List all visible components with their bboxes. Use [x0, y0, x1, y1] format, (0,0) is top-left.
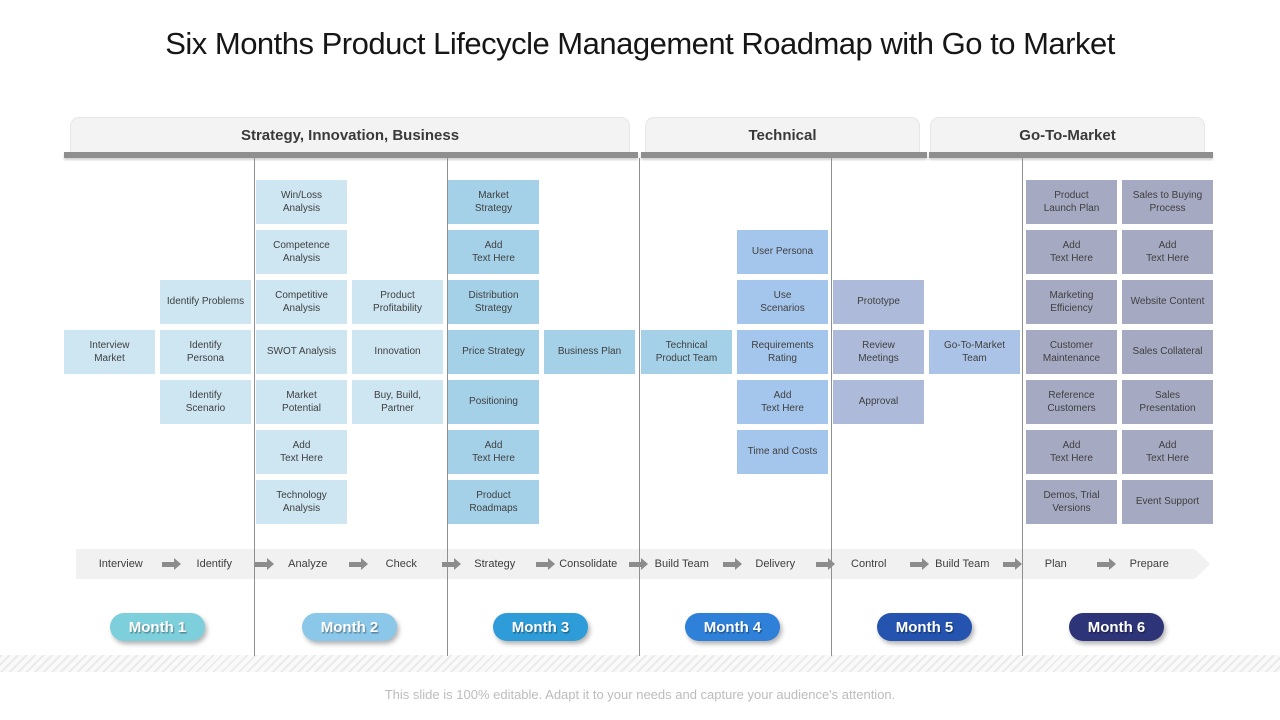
roadmap-box: Marketing Efficiency: [1026, 280, 1117, 324]
month-pill: Month 3: [493, 613, 588, 641]
timeline-step: Build Team: [935, 558, 990, 570]
roadmap-box: Identify Scenario: [160, 380, 251, 424]
roadmap-box: Competitive Analysis: [256, 280, 347, 324]
section-header-strategy: Strategy, Innovation, Business: [70, 117, 630, 152]
roadmap-box: Product Profitability: [352, 280, 443, 324]
column-divider: [831, 158, 832, 656]
timeline-step: Prepare: [1129, 558, 1169, 570]
roadmap-box: Innovation: [352, 330, 443, 374]
roadmap-box: Product Launch Plan: [1026, 180, 1117, 224]
roadmap-box: Reference Customers: [1026, 380, 1117, 424]
column-divider: [1022, 158, 1023, 656]
timeline-step: Analyze: [288, 558, 328, 570]
timeline-strip: Interview Identify Analyze Check Strategy Con…: [76, 549, 1210, 579]
roadmap-box: Add Text Here: [1122, 430, 1213, 474]
roadmap-box: Go-To-Market Team: [929, 330, 1020, 374]
roadmap-box: Review Meetings: [833, 330, 924, 374]
month-pill: Month 2: [302, 613, 397, 641]
roadmap-box: Sales to Buying Process: [1122, 180, 1213, 224]
roadmap-box: Add Text Here: [1026, 430, 1117, 474]
timeline-step: Identify: [196, 558, 232, 570]
month-pill: Month 4: [685, 613, 780, 641]
section-underline-technical: [641, 152, 927, 158]
roadmap-box: Time and Costs: [737, 430, 828, 474]
section-header-label: Technical: [748, 126, 817, 144]
roadmap-box: Event Support: [1122, 480, 1213, 524]
arrow-right-icon: [629, 562, 641, 567]
roadmap-box: Sales Presentation: [1122, 380, 1213, 424]
section-header-gtm: Go-To-Market: [930, 117, 1205, 152]
month-pill: Month 1: [110, 613, 205, 641]
roadmap-box: Sales Collateral: [1122, 330, 1213, 374]
roadmap-box: Use Scenarios: [737, 280, 828, 324]
arrow-right-icon: [162, 562, 174, 567]
roadmap-box: Business Plan: [544, 330, 635, 374]
roadmap-box: Add Text Here: [737, 380, 828, 424]
timeline-step: Plan: [1044, 558, 1067, 570]
roadmap-box: Positioning: [448, 380, 539, 424]
roadmap-box: Demos, Trial Versions: [1026, 480, 1117, 524]
arrow-right-icon: [536, 562, 548, 567]
roadmap-box: Price Strategy: [448, 330, 539, 374]
arrow-right-icon: [816, 562, 828, 567]
timeline-step: Interview: [98, 558, 143, 570]
roadmap-box: Interview Market: [64, 330, 155, 374]
section-underline-strategy: [64, 152, 638, 158]
timeline-step: Strategy: [474, 558, 516, 570]
roadmap-box: Buy, Build, Partner: [352, 380, 443, 424]
section-header-label: Go-To-Market: [1019, 126, 1116, 144]
column-divider: [447, 158, 448, 656]
arrow-right-icon: [255, 562, 267, 567]
slide-title: Six Months Product Lifecycle Management …: [165, 26, 1115, 61]
roadmap-box: Technical Product Team: [641, 330, 732, 374]
roadmap-box: Product Roadmaps: [448, 480, 539, 524]
month-pill: Month 5: [877, 613, 972, 641]
arrow-right-icon: [1003, 562, 1015, 567]
roadmap-box: Market Strategy: [448, 180, 539, 224]
roadmap-box: Add Text Here: [448, 430, 539, 474]
arrow-right-icon: [349, 562, 361, 567]
roadmap-box: Add Text Here: [256, 430, 347, 474]
column-divider: [639, 158, 640, 656]
roadmap-box: Competence Analysis: [256, 230, 347, 274]
footer-note: This slide is 100% editable. Adapt it to…: [384, 687, 896, 702]
timeline-step: Consolidate: [559, 558, 618, 570]
roadmap-box: Add Text Here: [448, 230, 539, 274]
roadmap-box: Add Text Here: [1026, 230, 1117, 274]
roadmap-box: Requirements Rating: [737, 330, 828, 374]
roadmap-box: Customer Maintenance: [1026, 330, 1117, 374]
roadmap-box: Technology Analysis: [256, 480, 347, 524]
section-header-technical: Technical: [645, 117, 920, 152]
section-underline-gtm: [929, 152, 1213, 158]
roadmap-box: Market Potential: [256, 380, 347, 424]
roadmap-box: Identify Problems: [160, 280, 251, 324]
roadmap-box: Win/Loss Analysis: [256, 180, 347, 224]
timeline-step: Delivery: [755, 558, 796, 570]
timeline-step: Control: [851, 558, 887, 570]
roadmap-box: Prototype: [833, 280, 924, 324]
bottom-hatch-band: [0, 655, 1280, 672]
roadmap-box: Distribution Strategy: [448, 280, 539, 324]
timeline-step: Build Team: [654, 558, 709, 570]
roadmap-box: Approval: [833, 380, 924, 424]
arrow-right-icon: [1097, 562, 1109, 567]
roadmap-box: User Persona: [737, 230, 828, 274]
roadmap-box: Website Content: [1122, 280, 1213, 324]
arrow-right-icon: [910, 562, 922, 567]
roadmap-box: SWOT Analysis: [256, 330, 347, 374]
timeline-step: Check: [385, 558, 417, 570]
arrow-right-icon: [723, 562, 735, 567]
section-header-label: Strategy, Innovation, Business: [240, 126, 460, 144]
month-pill: Month 6: [1069, 613, 1164, 641]
roadmap-box: Identify Persona: [160, 330, 251, 374]
arrow-right-icon: [442, 562, 454, 567]
roadmap-box: Add Text Here: [1122, 230, 1213, 274]
column-divider: [254, 158, 255, 656]
